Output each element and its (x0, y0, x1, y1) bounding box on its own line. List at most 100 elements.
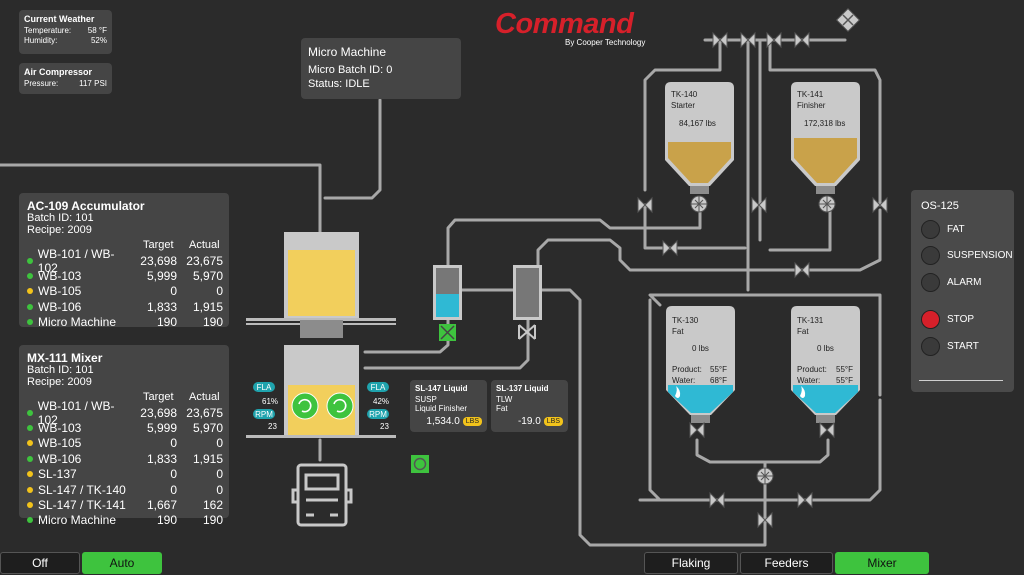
mixer-agitator-right (326, 392, 354, 420)
row-actual: 162 (202, 498, 223, 513)
sl147-title: SL-147 Liquid (415, 384, 468, 393)
tab-flaking[interactable]: Flaking (644, 552, 738, 574)
stop-button[interactable] (921, 310, 940, 329)
micro-machine-status: Status: IDLE (308, 78, 370, 90)
mixer-title: MX-111 Mixer (27, 351, 103, 365)
valve-icon (712, 31, 728, 49)
status-dot-icon (27, 303, 33, 310)
row-actual: 0 (216, 467, 223, 482)
status-dot-icon (27, 273, 33, 280)
right-rpm-value: 23 (380, 422, 389, 431)
row-name: SL-147 / TK-140 (38, 482, 126, 497)
row-actual: 0 (216, 284, 223, 299)
sl137-title: SL-137 Liquid (496, 384, 549, 393)
pump-icon (690, 195, 708, 213)
tk131-name: Fat (797, 327, 809, 336)
alarm-label: ALARM (947, 277, 982, 288)
left-fla-badge: FLA (253, 382, 275, 392)
row-target: 1,667 (146, 498, 177, 513)
pump-icon (818, 195, 836, 213)
brand-tagline: By Cooper Technology (565, 38, 646, 47)
row-name: WB-103 (38, 269, 82, 284)
weather-title: Current Weather (24, 14, 95, 24)
suspension-label: SUSPENSION (947, 250, 1013, 261)
off-button[interactable]: Off (0, 552, 80, 574)
row-actual: 5,970 (192, 421, 223, 436)
tk130-water-value: 68°F (710, 376, 727, 385)
mixer-batch-id: Batch ID: 101 (27, 364, 94, 376)
row-name: WB-105 (38, 436, 82, 451)
brand-logo: Command By Cooper Technology (495, 8, 665, 47)
suspension-lamp-icon (921, 246, 940, 265)
row-actual: 1,915 (192, 299, 223, 314)
air-compressor-panel: Air Compressor Pressure: 117 PSI (19, 63, 112, 94)
row-name: WB-103 (38, 421, 82, 436)
row-actual: 190 (202, 513, 223, 528)
left-rpm-badge: RPM (253, 409, 275, 419)
tk130-value: 0 lbs (692, 344, 709, 353)
tk140-value: 84,167 lbs (679, 119, 716, 128)
row-actual: 23,675 (186, 253, 223, 268)
pump-icon (411, 455, 429, 473)
valve-icon (819, 421, 835, 439)
tab-mixer[interactable]: Mixer (835, 552, 929, 574)
tk130-product-value: 55°F (710, 365, 727, 374)
sl137-value: -19.0 (517, 416, 541, 427)
tk130-tank (666, 306, 735, 423)
valve-icon (757, 511, 773, 529)
mixer-actual-header: Actual (189, 391, 220, 403)
row-name: SL-147 / TK-141 (38, 498, 126, 513)
tk131-water-label: Water: (797, 376, 821, 385)
row-target: 0 (170, 482, 177, 497)
sl147-tank (433, 265, 462, 341)
tk140-name: Starter (671, 101, 696, 110)
tab-feeders[interactable]: Feeders (740, 552, 833, 574)
row-target: 1,833 (146, 451, 177, 466)
air-compressor-title: Air Compressor (24, 67, 93, 77)
valve-icon (751, 196, 767, 214)
accumulator-target-header: Target (143, 239, 174, 251)
sl147-liquid-panel[interactable]: SL-147 Liquid SUSP Liquid Finisher 1,534… (410, 380, 487, 432)
tk141-name: Finisher (797, 101, 826, 110)
accumulator-vessel (246, 232, 396, 338)
sl147-line1: SUSP (415, 395, 437, 404)
start-button[interactable] (921, 337, 940, 356)
tk141-value: 172,318 lbs (804, 119, 846, 128)
status-dot-icon (27, 502, 33, 509)
temperature-label: Temperature: (24, 26, 72, 35)
pump-icon (756, 467, 774, 485)
row-target: 0 (170, 284, 177, 299)
valve-icon (794, 261, 810, 279)
accumulator-actual-header: Actual (189, 239, 220, 251)
valve-icon (797, 491, 813, 509)
pressure-value: 117 PSI (79, 79, 107, 88)
tk130-id: TK-130 (672, 316, 699, 325)
valve-icon (689, 421, 705, 439)
valve-icon (637, 196, 653, 214)
status-dot-icon (27, 471, 33, 478)
flame-icon (800, 386, 806, 398)
sl147-unit: LBS (462, 416, 482, 426)
sl137-line2: Fat (496, 404, 508, 413)
auto-button[interactable]: Auto (82, 552, 162, 574)
table-row: SL-147 / TK-141 1,667 162 (27, 497, 223, 512)
pressure-label: Pressure: (24, 79, 59, 88)
brand-name: Command (495, 8, 634, 40)
row-actual: 23,675 (186, 405, 223, 420)
os125-panel: OS-125 FAT SUSPENSION ALARM STOP START (911, 190, 1014, 392)
row-name: Micro Machine (38, 513, 117, 528)
right-rpm-badge: RPM (367, 409, 389, 419)
tk130-name: Fat (672, 327, 684, 336)
status-dot-icon (27, 319, 33, 326)
accumulator-title: AC-109 Accumulator (27, 199, 145, 213)
mixer-agitator-left (291, 392, 319, 420)
tk131-product-label: Product: (797, 365, 827, 374)
